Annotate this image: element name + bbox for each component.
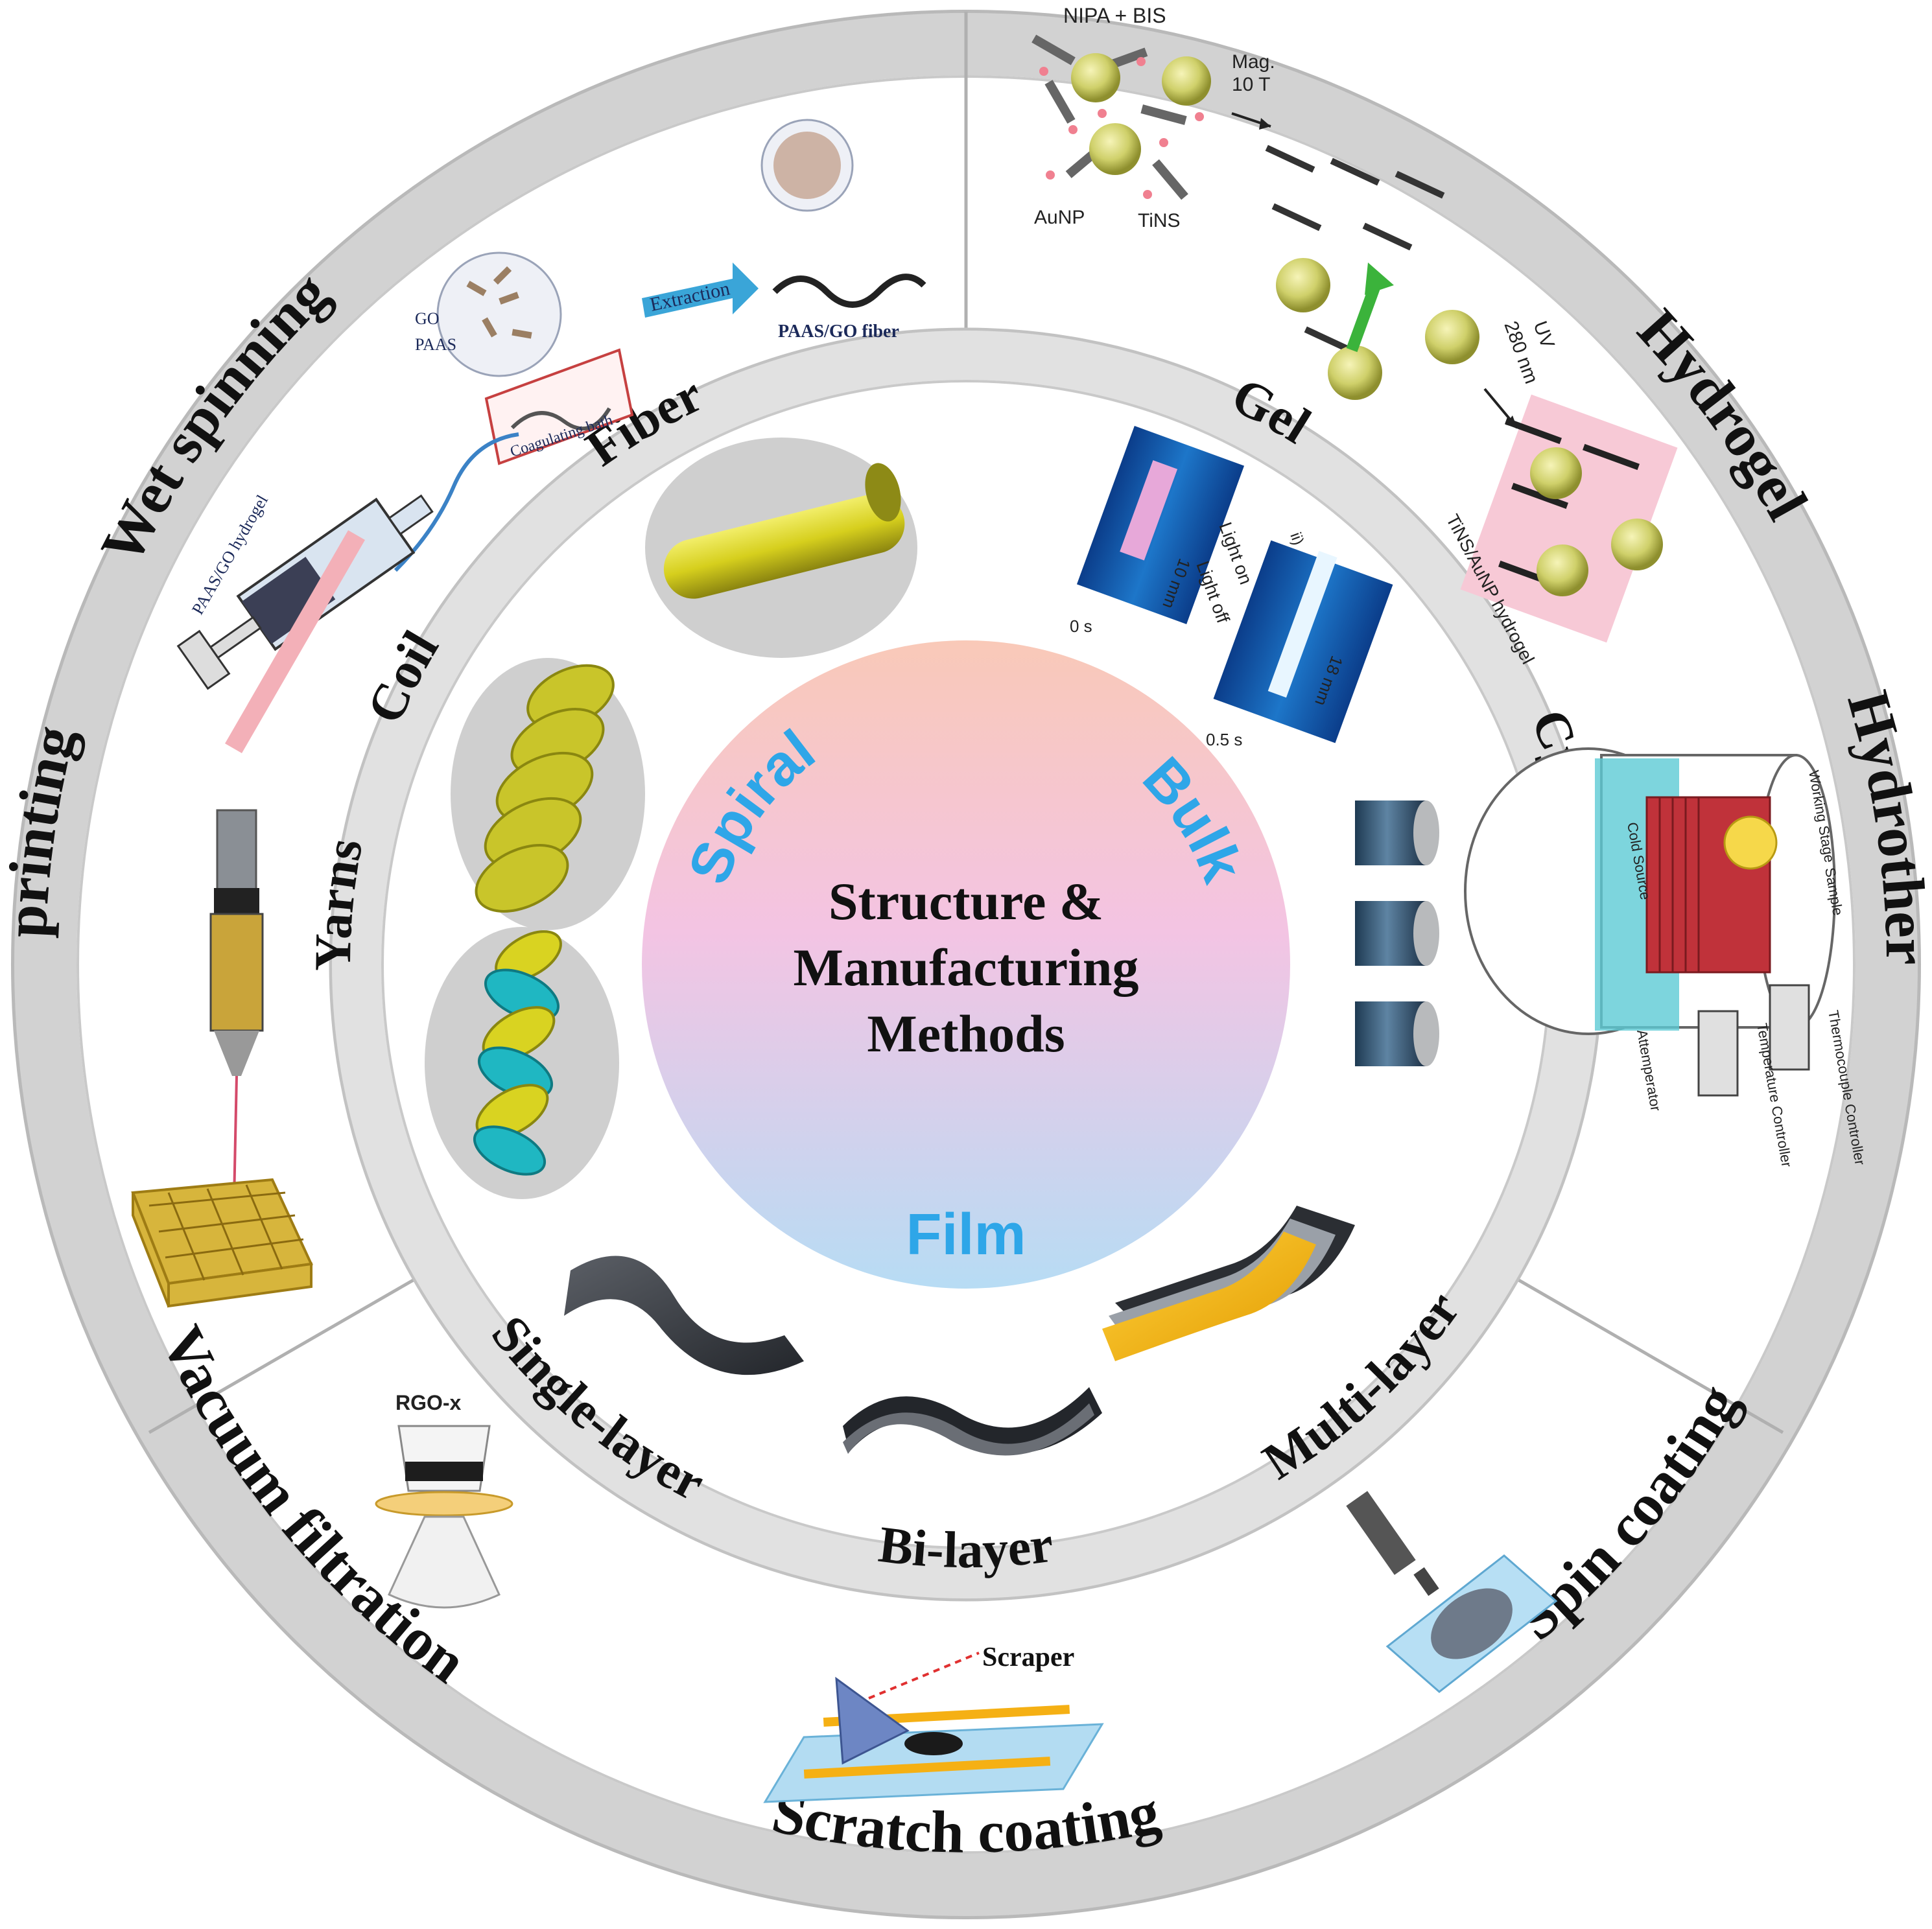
svg-text:PAAS: PAAS xyxy=(415,335,456,354)
svg-text:0.5 s: 0.5 s xyxy=(1206,730,1242,749)
3d-printing-illustration xyxy=(131,809,313,1308)
center-disc xyxy=(642,640,1290,1289)
single-layer-film xyxy=(564,1256,804,1375)
svg-text:AuNP: AuNP xyxy=(1034,207,1085,228)
svg-text:GO: GO xyxy=(415,309,440,328)
multi-layer-film xyxy=(1102,1206,1355,1361)
spin-coating-illustration xyxy=(1346,1491,1558,1693)
coil-illustration xyxy=(451,658,645,930)
svg-text:TiNS: TiNS xyxy=(1138,210,1181,231)
svg-text:0 s: 0 s xyxy=(1070,616,1092,636)
svg-text:Mag.: Mag. xyxy=(1232,51,1275,73)
category-film: Film xyxy=(906,1202,1026,1267)
center-title-line1: Structure & xyxy=(829,872,1103,931)
vacuum-filtration-illustration: RGO-x xyxy=(375,1391,513,1609)
svg-text:NIPA + BIS: NIPA + BIS xyxy=(1063,4,1166,27)
fiber-illustration xyxy=(645,438,917,658)
svg-text:Scraper: Scraper xyxy=(982,1643,1074,1672)
center-title-line3: Methods xyxy=(867,1004,1065,1063)
bi-layer-film xyxy=(843,1387,1102,1456)
cylinder-illustration xyxy=(1355,801,1439,1066)
svg-text:10 T: 10 T xyxy=(1232,74,1271,95)
svg-text:PAAS/GO fiber: PAAS/GO fiber xyxy=(778,322,899,342)
svg-text:RGO-x: RGO-x xyxy=(395,1391,462,1414)
scratch-coating-illustration: Scraper xyxy=(763,1643,1104,1803)
yarns-illustration xyxy=(425,927,619,1199)
label-bi-layer: Bi-layer xyxy=(876,1516,1057,1580)
center-title-line2: Manufacturing xyxy=(794,938,1139,997)
